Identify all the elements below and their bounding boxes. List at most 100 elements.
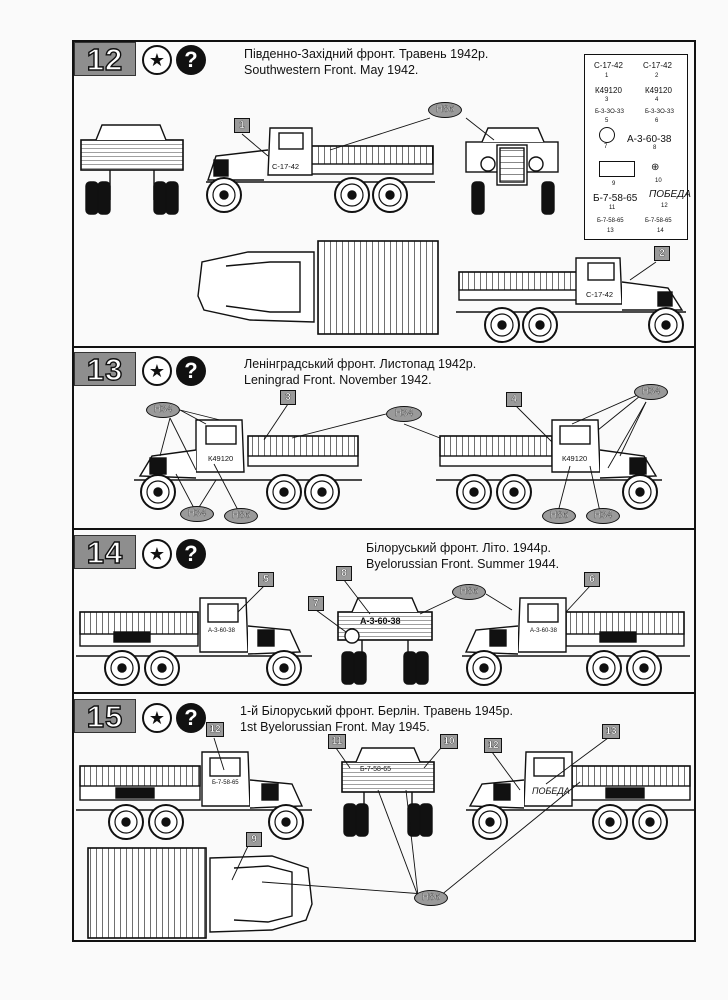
truck-top-view: [87, 847, 313, 939]
decal-sheet: С-17-42 С-17-42 1 2 К49120 К49120 3 4 Б-…: [584, 54, 691, 240]
decal-number: 4: [655, 97, 659, 103]
question-icon: ?: [176, 356, 206, 386]
decal-number: 3: [605, 97, 609, 103]
paint-h86-label: H86: [542, 508, 576, 524]
callout-12: 12: [206, 722, 224, 737]
red-star-icon: ★: [142, 539, 172, 569]
paint-h86-label: H86: [224, 508, 258, 524]
red-star-icon: ★: [142, 45, 172, 75]
section-number-12: 12: [74, 42, 136, 77]
question-icon: ?: [176, 703, 206, 733]
paint-h34-label: H34: [386, 406, 422, 422]
plate-text: С-17-42: [586, 290, 614, 299]
truck-side-view-mirrored: [466, 751, 694, 840]
decal-text: Б-З-ЗО-ЗЗ: [645, 109, 675, 115]
callout-7: 7: [308, 596, 324, 611]
decal-text: С-17-42: [594, 61, 623, 70]
decal-text: А-3-60-38: [627, 134, 672, 145]
section-number-14: 14: [74, 535, 136, 570]
callout-2: 2: [654, 246, 670, 261]
callout-3: 3: [280, 390, 296, 405]
callout-10: 10: [440, 734, 458, 749]
decal-text: Б-7-58-65: [597, 218, 624, 224]
truck-side-view: [76, 751, 312, 840]
callout-4: 4: [506, 392, 522, 407]
section-number-15: 15: [74, 699, 136, 734]
decal-number: 10: [655, 178, 662, 184]
plate-text: ПОБЕДА: [532, 786, 570, 796]
red-star-icon: ★: [142, 356, 172, 386]
caption-en: Southwestern Front. May 1942.: [244, 63, 419, 77]
truck-side-view-mirrored: [436, 419, 662, 510]
section-number-13: 13: [74, 352, 136, 387]
question-icon: ?: [176, 539, 206, 569]
red-star-icon: ★: [142, 703, 172, 733]
decal-text: Б-7-58-65: [645, 218, 672, 224]
decal-text: К49120: [595, 86, 622, 95]
callout-9: 9: [246, 832, 262, 847]
decal-number: 12: [661, 203, 668, 209]
paint-h34-label: H34: [586, 508, 620, 524]
decal-text: К49120: [645, 86, 672, 95]
plate-text: Б-7-58-65: [360, 766, 392, 773]
paint-h86-label: H86: [452, 584, 486, 600]
caption-en: 1st Byelorussian Front. May 1945.: [240, 720, 430, 734]
callout-1: 1: [234, 118, 250, 133]
caption-ua: 1-й Білоруський фронт. Берлін. Травень 1…: [240, 704, 513, 718]
truck-rear-view: [337, 597, 433, 685]
plate-text: К49120: [562, 454, 588, 463]
section-divider: [72, 692, 696, 694]
decal-number: 13: [607, 228, 614, 234]
section-divider: [72, 346, 696, 348]
page-frame: [72, 40, 696, 942]
caption-ua: Південно-Західний фронт. Травень 1942р.: [244, 47, 489, 61]
caption-en: Leningrad Front. November 1942.: [244, 373, 432, 387]
truck-side-view: [134, 419, 362, 510]
decal-number: 7: [604, 144, 608, 150]
truck-rear-view: [341, 747, 435, 837]
truck-side-view-mirrored: [456, 257, 686, 343]
plate-text: К49120: [208, 454, 234, 463]
decal-text: Б-З-ЗО-ЗЗ: [595, 109, 625, 115]
truck-side-view-mirrored: [462, 597, 690, 686]
crosshair-icon: ⊕: [651, 162, 660, 173]
truck-top-view: [197, 240, 439, 335]
plate-text: Б-7-58-65: [212, 780, 239, 786]
plate-text: А-З-60-38: [208, 628, 235, 634]
decal-number: 11: [609, 205, 616, 211]
section-divider: [72, 528, 696, 530]
caption-ua: Білоруський фронт. Літо. 1944р.: [366, 541, 552, 555]
decal-number: 6: [655, 118, 659, 124]
callout-11: 11: [328, 734, 346, 749]
decal-number: 5: [605, 118, 609, 124]
plate-text: С-17-42: [272, 162, 300, 171]
truck-rear-view: [80, 124, 184, 215]
decal-rectangle: [599, 161, 635, 177]
truck-side-view: [76, 597, 312, 686]
decal-number: 8: [653, 145, 657, 151]
caption-ua: Ленінградський фронт. Листопад 1942р.: [244, 357, 477, 371]
decal-number: 2: [655, 73, 659, 79]
truck-side-view: [206, 127, 435, 213]
caption-en: Byelorussian Front. Summer 1944.: [366, 557, 560, 571]
decal-circle: [599, 127, 615, 143]
decal-number: 14: [657, 228, 664, 234]
plate-text: А-3-60-38: [360, 616, 401, 626]
paint-h86-label: H86: [428, 102, 462, 118]
decal-text: Б-7-58-65: [593, 193, 638, 204]
callout-12: 12: [484, 738, 502, 753]
callout-6: 6: [584, 572, 600, 587]
question-icon: ?: [176, 45, 206, 75]
callout-8: 8: [336, 566, 352, 581]
callout-13: 13: [602, 724, 620, 739]
decal-number: 9: [612, 181, 616, 187]
callout-5: 5: [258, 572, 274, 587]
paint-h34-label: H34: [634, 384, 668, 400]
decal-text: С-17-42: [643, 61, 672, 70]
paint-h34-label: H34: [180, 506, 214, 522]
decal-number: 1: [605, 73, 609, 79]
decal-text: ПОБЕДА: [649, 189, 691, 200]
truck-front-view: [465, 127, 559, 215]
paint-h86-label: H86: [414, 890, 448, 906]
